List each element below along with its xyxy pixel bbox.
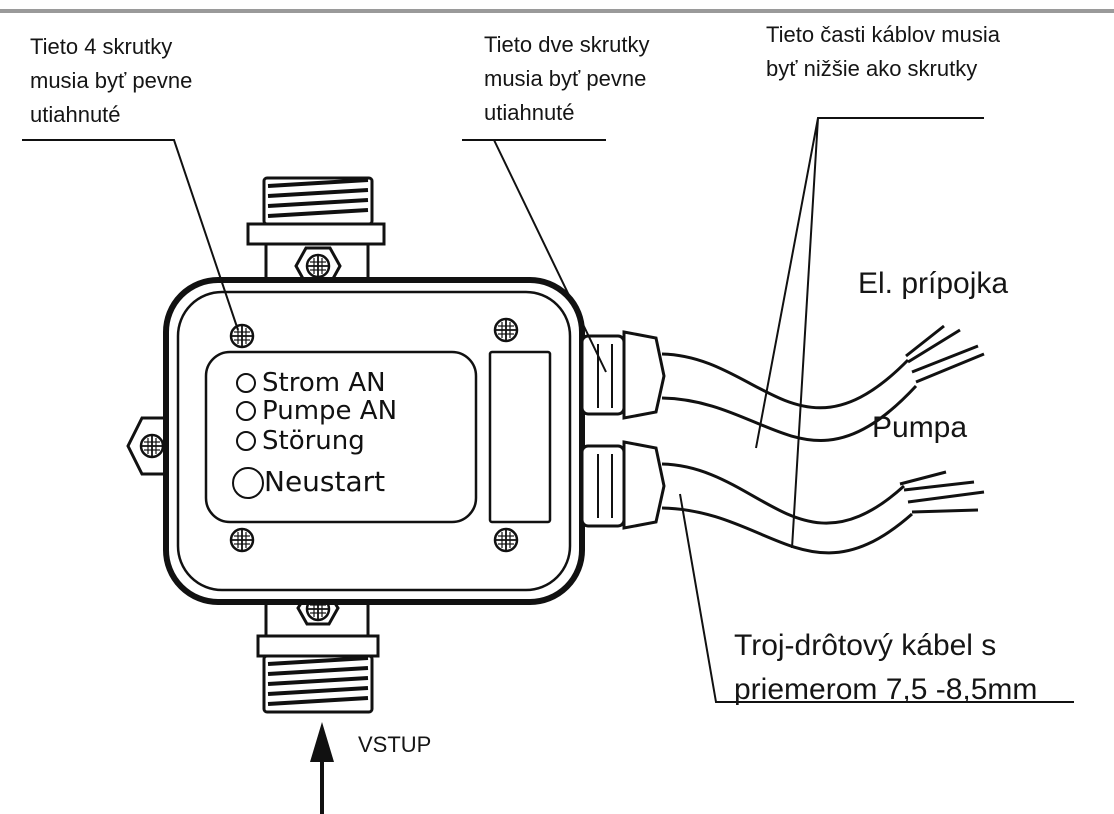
lower-gland bbox=[580, 440, 666, 530]
upper-gland bbox=[580, 330, 666, 420]
four-screws-label: Tieto 4 skrutky musia byť pevne utiahnut… bbox=[30, 34, 193, 127]
power-on-indicator-label: Strom AN bbox=[262, 368, 386, 398]
inlet-label: VSTUP bbox=[358, 732, 432, 757]
leader-cable-parts bbox=[755, 117, 984, 549]
pump-label: Pumpa bbox=[872, 411, 968, 444]
side-window bbox=[488, 350, 552, 524]
leader-four-screws bbox=[22, 139, 239, 331]
control-panel bbox=[204, 350, 478, 524]
leader-cable-spec bbox=[679, 493, 1074, 703]
inlet-arrow bbox=[310, 722, 334, 814]
pump-on-indicator-label: Pumpe AN bbox=[262, 396, 398, 426]
two-screws-label: Tieto dve skrutky musia byť pevne utiahn… bbox=[484, 32, 650, 125]
mount-tab bbox=[126, 416, 170, 476]
leader-two-screws bbox=[462, 139, 607, 373]
power-connection-label: El. prípojka bbox=[858, 267, 1009, 300]
lower-cable bbox=[661, 462, 985, 555]
cable-parts-label: Tieto časti káblov musia byť nižšie ako … bbox=[766, 22, 1000, 81]
restart-button-label: Neustart bbox=[264, 465, 386, 498]
cable-spec-label: Troj-drôtový kábel s priemerom 7,5 -8,5m… bbox=[734, 629, 1038, 706]
fault-indicator-label: Störung bbox=[262, 426, 365, 456]
upper-cable bbox=[661, 324, 985, 442]
